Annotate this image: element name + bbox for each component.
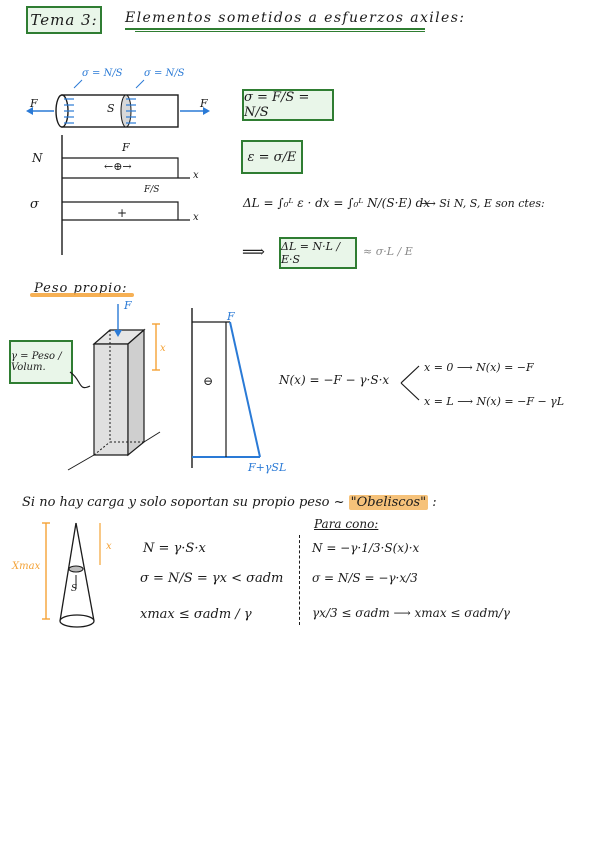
cone-base: [59, 614, 95, 628]
diagram-F-top: F: [227, 310, 235, 323]
N-equation: N(x) = −F − γ·S·x: [279, 373, 390, 387]
column-x-label: x: [160, 343, 166, 354]
column-diagram: [67, 304, 261, 471]
column-F-label: F: [124, 299, 132, 312]
sigma-axis-x: x: [193, 212, 199, 223]
eq-sigma-box: σ = F/S = N/S: [242, 89, 334, 121]
sigma-label-left: σ = N/S: [82, 68, 123, 79]
N-axis-x: x: [193, 170, 199, 181]
top-force-arrowhead: [114, 330, 122, 337]
section3-intro: Si no hay carga y solo soportan su propi…: [22, 495, 437, 510]
cone-eq-xmax: γx/3 ≤ σadm ⟶ xmax ≤ σadm/γ: [312, 606, 510, 620]
eq-deltaL-note: ⟶ Si N, S, E son ctes:: [420, 197, 545, 210]
cone-section: [68, 565, 84, 573]
xmax-label: Xmax: [12, 561, 41, 572]
page-title: Elementos sometidos a esfuerzos axiles:: [125, 10, 466, 26]
branch-bracket: [400, 365, 420, 401]
gamma-box: γ = Peso / Volum.: [9, 340, 73, 384]
diagram-sign: ⊖: [203, 374, 214, 388]
label-pointer-left: [73, 79, 83, 89]
eq-N: N = γ·S·x: [143, 541, 206, 556]
label-pointer-right: [135, 79, 145, 89]
prism-front: [93, 343, 129, 456]
section-peso-propio-underline: [30, 293, 134, 297]
N-diagram-slope: [229, 321, 261, 458]
cone-eq-N: N = −γ·1/3·S(x)·x: [312, 541, 420, 555]
sigma-row-label: σ: [30, 197, 39, 212]
cone-S-label: S: [71, 584, 78, 594]
section3-intro-text: Si no hay carga y solo soportan su propi…: [22, 495, 345, 510]
bar-diagram: [26, 79, 210, 255]
eq-epsilon-box: ε = σ/E: [241, 140, 303, 174]
S-label: S: [107, 102, 115, 115]
cone-eq-sigma: σ = N/S = −γ·x/3: [312, 571, 418, 585]
cone-diagram: [42, 522, 101, 628]
section3-colon: :: [432, 495, 437, 510]
force-F-left: F: [30, 97, 38, 110]
N-diagram-sign: ←⊕→: [104, 160, 132, 173]
section-peso-propio-title: Peso propio:: [34, 281, 128, 296]
stress-arrows-right: [126, 98, 136, 124]
title-underline-2: [135, 31, 425, 32]
eq-epsilon: ε = σ/E: [247, 149, 297, 165]
implies-arrow: ⟹: [242, 242, 265, 261]
tema-box: Tema 3:: [26, 6, 102, 34]
tema-label: Tema 3:: [30, 11, 98, 29]
sigma-diagram-value: F/S: [144, 185, 160, 195]
branch-1: x = 0 ⟶ N(x) = −F: [424, 361, 534, 374]
eq-deltaL-result-box: ΔL = N·L / E·S: [279, 237, 357, 269]
eq-sigma: σ = F/S = N/S: [244, 90, 310, 120]
ground-line-left: [67, 454, 95, 471]
gamma-definition: γ = Peso / Volum.: [11, 351, 62, 373]
sigma-diagram-sign: +: [117, 206, 128, 220]
force-F-right: F: [200, 97, 208, 110]
N-diagram: [62, 157, 179, 178]
eq-deltaL: ΔL = ∫₀ᴸ ε · dx = ∫₀ᴸ N/(S·E) dx: [243, 196, 431, 210]
eq-deltaL-alt: ≈ σ·L / E: [363, 245, 413, 258]
cone-left-edge: [59, 522, 77, 622]
sigma-label-right: σ = N/S: [144, 68, 185, 79]
prism-hidden-diag: [93, 441, 111, 456]
connector-squiggle: [69, 371, 91, 389]
bar-shape: [61, 94, 179, 128]
title-underline: [125, 28, 425, 30]
force-arrowhead-left: [26, 107, 33, 115]
obeliscos-highlight: "Obeliscos": [348, 495, 429, 510]
branch-lines: [400, 365, 420, 401]
cone-title: Para cono:: [314, 517, 379, 531]
stress-arrows-left: [64, 98, 74, 124]
divider: [299, 535, 300, 625]
eq-sigma-gamma: σ = N/S = γx < σadm: [140, 571, 284, 586]
sigma-diagram: [62, 201, 179, 220]
N-diagram-value: F: [122, 141, 130, 154]
cone-right-edge: [75, 522, 95, 622]
N-row-label: N: [32, 151, 43, 165]
ground-line-right: [143, 431, 161, 443]
eq-deltaL-result: ΔL = N·L / E·S: [281, 240, 341, 266]
cone-x-label: x: [106, 541, 112, 552]
eq-xmax: xmax ≤ σadm / γ: [140, 607, 252, 622]
force-arrowhead-right: [203, 107, 210, 115]
branch-2: x = L ⟶ N(x) = −F − γL: [424, 395, 565, 408]
prism-side: [127, 328, 145, 457]
diagram-F-bottom: F+γSL: [248, 461, 287, 474]
